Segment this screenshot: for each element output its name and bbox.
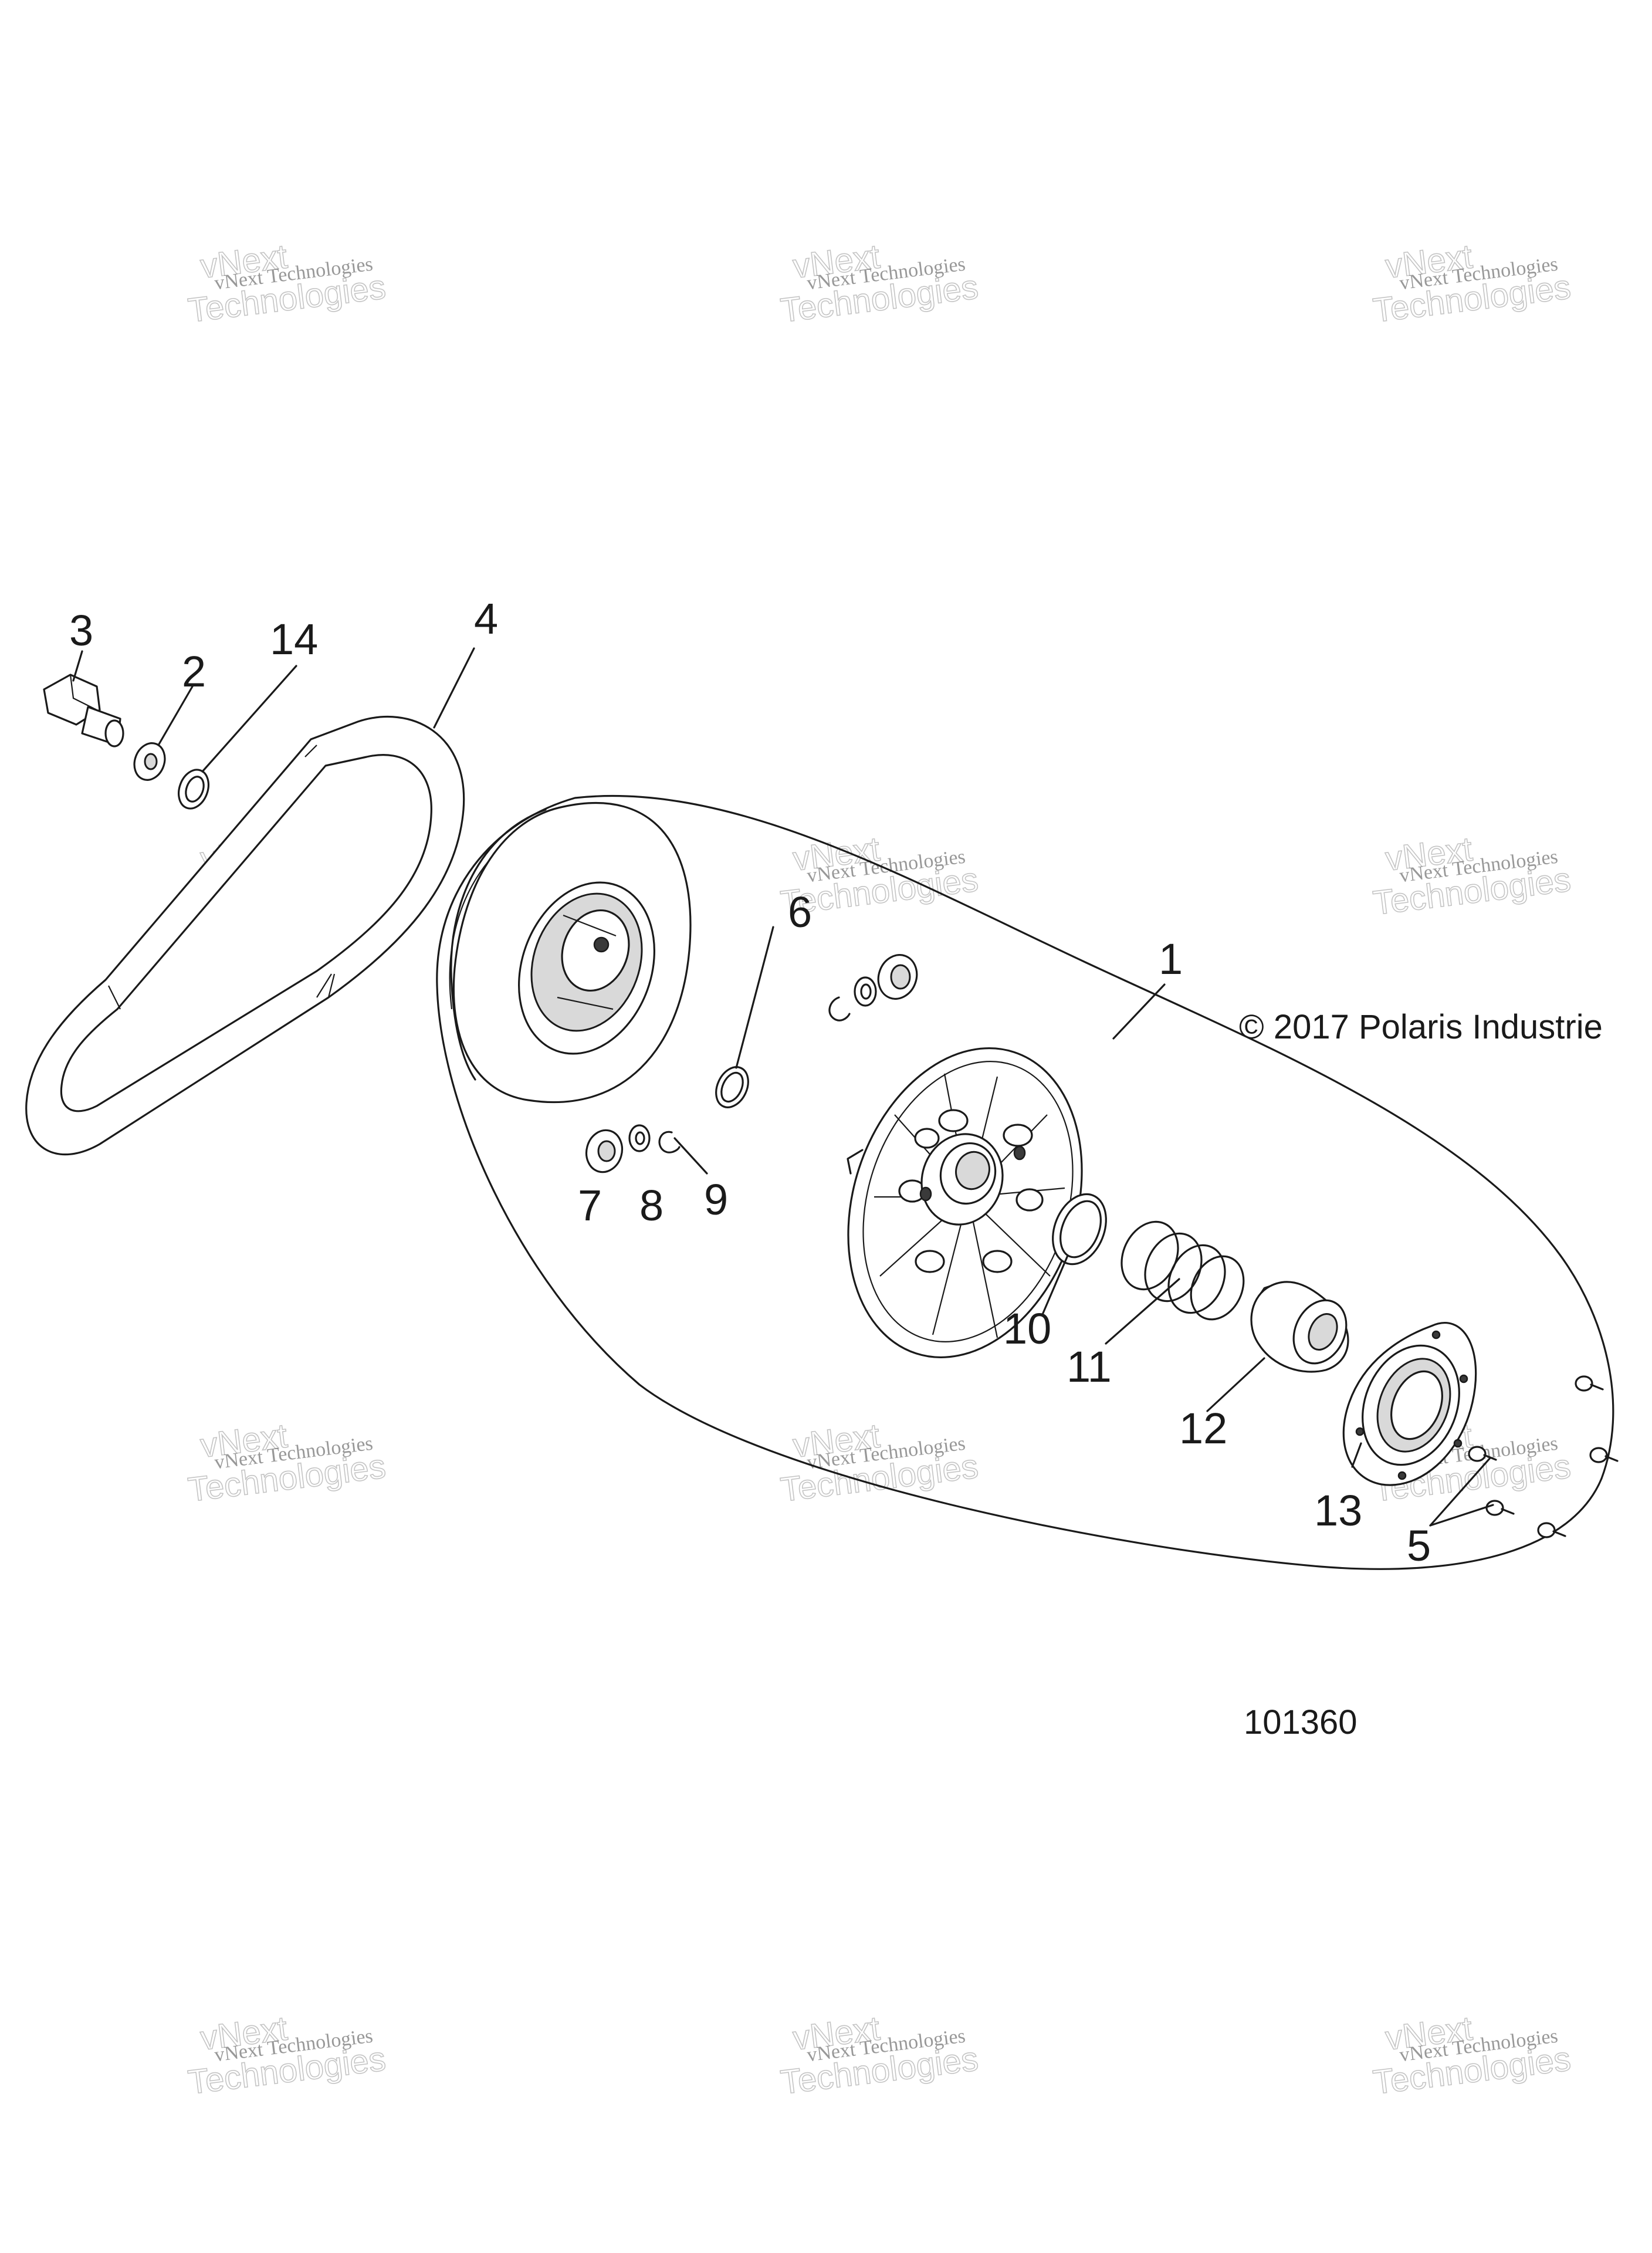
callout-12: 12 xyxy=(1179,1404,1227,1453)
o-ring-part-14 xyxy=(178,769,209,810)
bolt-part-3 xyxy=(43,674,124,747)
watermark-top-right: vNext vNext Technologies Technologies xyxy=(1370,237,1573,330)
spider-sheave xyxy=(847,1047,1083,1359)
watermark-top-left: vNext vNext Technologies Technologies xyxy=(185,237,388,330)
upper-bearing-set xyxy=(828,954,918,1021)
callout-10: 10 xyxy=(1003,1304,1051,1353)
o-ring-part-10 xyxy=(1052,1193,1107,1266)
watermark-top-center: vNext vNext Technologies Technologies xyxy=(778,237,981,330)
screw xyxy=(1468,1446,1497,1462)
callout-3: 3 xyxy=(69,606,93,655)
leader-10 xyxy=(1042,1254,1069,1314)
leader-5b xyxy=(1429,1504,1494,1527)
watermark-bottom-center: vNext vNext Technologies Technologies xyxy=(778,2009,981,2102)
washer-part-8 xyxy=(628,1124,651,1152)
figure-number: 101360 xyxy=(1244,1703,1358,1741)
washer-part-2 xyxy=(133,742,166,781)
callout-14: 14 xyxy=(270,615,318,664)
watermark-lower-mid-left: vNext vNext Technologies Technologies xyxy=(185,1416,388,1510)
callout-4: 4 xyxy=(474,594,498,643)
callout-2: 2 xyxy=(182,647,206,696)
leader-13 xyxy=(1351,1442,1362,1468)
leader-14 xyxy=(201,665,297,773)
watermark-lower-mid-center: vNext vNext Technologies Technologies xyxy=(778,1416,981,1510)
screw xyxy=(1537,1522,1566,1538)
leader-5a xyxy=(1429,1457,1491,1527)
ring-part-6 xyxy=(715,1066,749,1108)
callout-1: 1 xyxy=(1159,935,1183,983)
callout-13: 13 xyxy=(1314,1486,1362,1535)
screw xyxy=(1485,1500,1515,1516)
callout-9: 9 xyxy=(704,1175,728,1224)
callout-6: 6 xyxy=(788,888,812,936)
bushing-part-12 xyxy=(1250,1281,1349,1373)
screw xyxy=(1589,1447,1619,1463)
drive-belt-part-4 xyxy=(25,716,465,1156)
leader-2 xyxy=(157,685,194,746)
screw xyxy=(1575,1375,1604,1392)
leader-4 xyxy=(433,647,475,729)
clip-part-9 xyxy=(658,1131,681,1153)
spring-part-11 xyxy=(1120,1220,1245,1321)
callout-labels: 1 2 3 4 5 6 7 8 9 10 11 12 13 14 xyxy=(69,594,1431,1570)
bearing-part-7 xyxy=(585,1129,624,1173)
leader-1 xyxy=(1112,983,1166,1040)
watermark-bottom-left: vNext vNext Technologies Technologies xyxy=(185,2009,388,2102)
callout-8: 8 xyxy=(639,1181,663,1230)
spider-bosses xyxy=(898,1109,1044,1273)
leader-3 xyxy=(72,650,83,682)
leader-6 xyxy=(735,926,774,1069)
watermark-bottom-right: vNext vNext Technologies Technologies xyxy=(1370,2009,1573,2102)
leader-lines xyxy=(72,647,1494,1527)
callout-11: 11 xyxy=(1067,1342,1112,1391)
leader-12 xyxy=(1206,1357,1265,1412)
callout-5: 5 xyxy=(1407,1521,1431,1570)
seal-plate-part-13 xyxy=(1342,1322,1477,1486)
callout-7: 7 xyxy=(578,1181,602,1230)
copyright-notice: © 2017 Polaris Industrie xyxy=(1239,1008,1603,1046)
sheave-face xyxy=(450,801,692,1104)
leader-9 xyxy=(673,1137,708,1175)
watermark-upper-mid-right: vNext vNext Technologies Technologies xyxy=(1370,830,1573,923)
leader-11 xyxy=(1105,1278,1180,1345)
